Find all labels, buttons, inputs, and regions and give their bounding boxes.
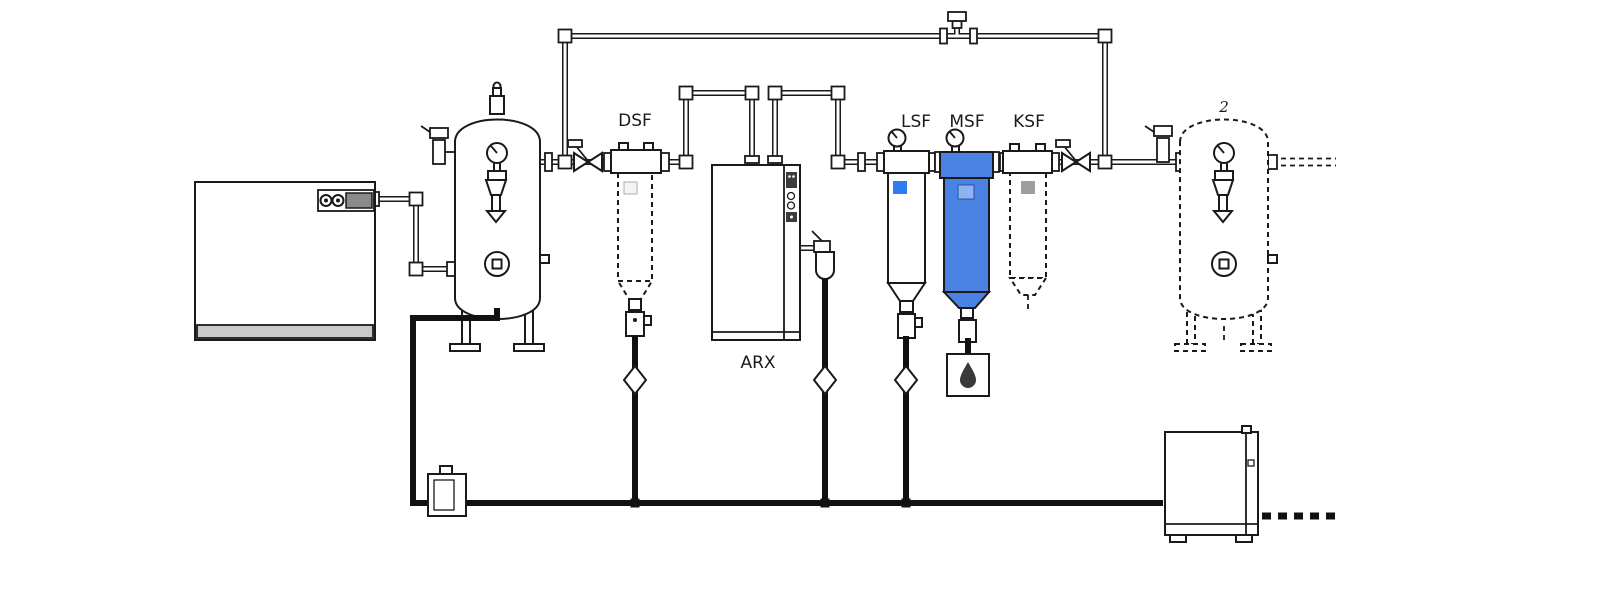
label-dsf: DSF [618,111,652,131]
label-msf: MSF [949,112,984,132]
msf-indicator [957,184,975,200]
pressure-gauge-icon [887,128,907,153]
regulator-funnel [484,170,508,224]
compressor-gauge-icon [319,194,345,207]
regulator-funnel [1211,170,1235,224]
filter-ksf [1002,143,1053,312]
filter-lsf [883,128,930,339]
tank2-mark: 2 [1218,98,1229,116]
label-ksf: KSF [1013,112,1045,132]
drain-check-valves [622,364,919,396]
safety-valve-right [1144,125,1173,163]
label-lsf: LSF [901,112,931,132]
bypass-relief-valve [947,11,967,29]
pressure-gauge-icon [486,142,508,172]
water-separator [811,230,835,280]
control-panel [786,172,797,222]
pressure-gauge-icon [1213,142,1235,172]
pressure-gauge-icon [945,128,965,153]
receiver-tank-right: 2 [1174,98,1278,352]
manhole [484,251,510,277]
compressor-base [196,324,374,339]
optional-outlet-pipe [1272,157,1336,167]
labels: DSF ARX LSF MSF KSF [618,111,1045,373]
filter-dsf [610,142,662,337]
manual-drain [427,465,467,517]
receiver-tank-left [449,81,550,352]
compressor [194,181,376,341]
line-junctions [630,498,911,508]
dryer-arx [711,164,801,341]
msf-head [939,151,994,179]
safety-valve-left [420,125,458,165]
compressor-display [345,192,373,209]
ball-valve-right [1055,139,1091,173]
oil-water-container [946,353,990,397]
label-arx: ARX [740,353,775,373]
auto-drain [897,313,923,339]
manhole [1211,251,1237,277]
filter-msf [939,128,994,343]
lsf-indicator [893,181,907,194]
ball-valve-left [567,139,603,173]
droplet-icon [960,362,976,388]
msf-taper [941,291,992,309]
condensate-treatment-unit [1164,425,1259,543]
auto-drain [625,311,652,337]
ksf-indicator [1021,181,1035,194]
